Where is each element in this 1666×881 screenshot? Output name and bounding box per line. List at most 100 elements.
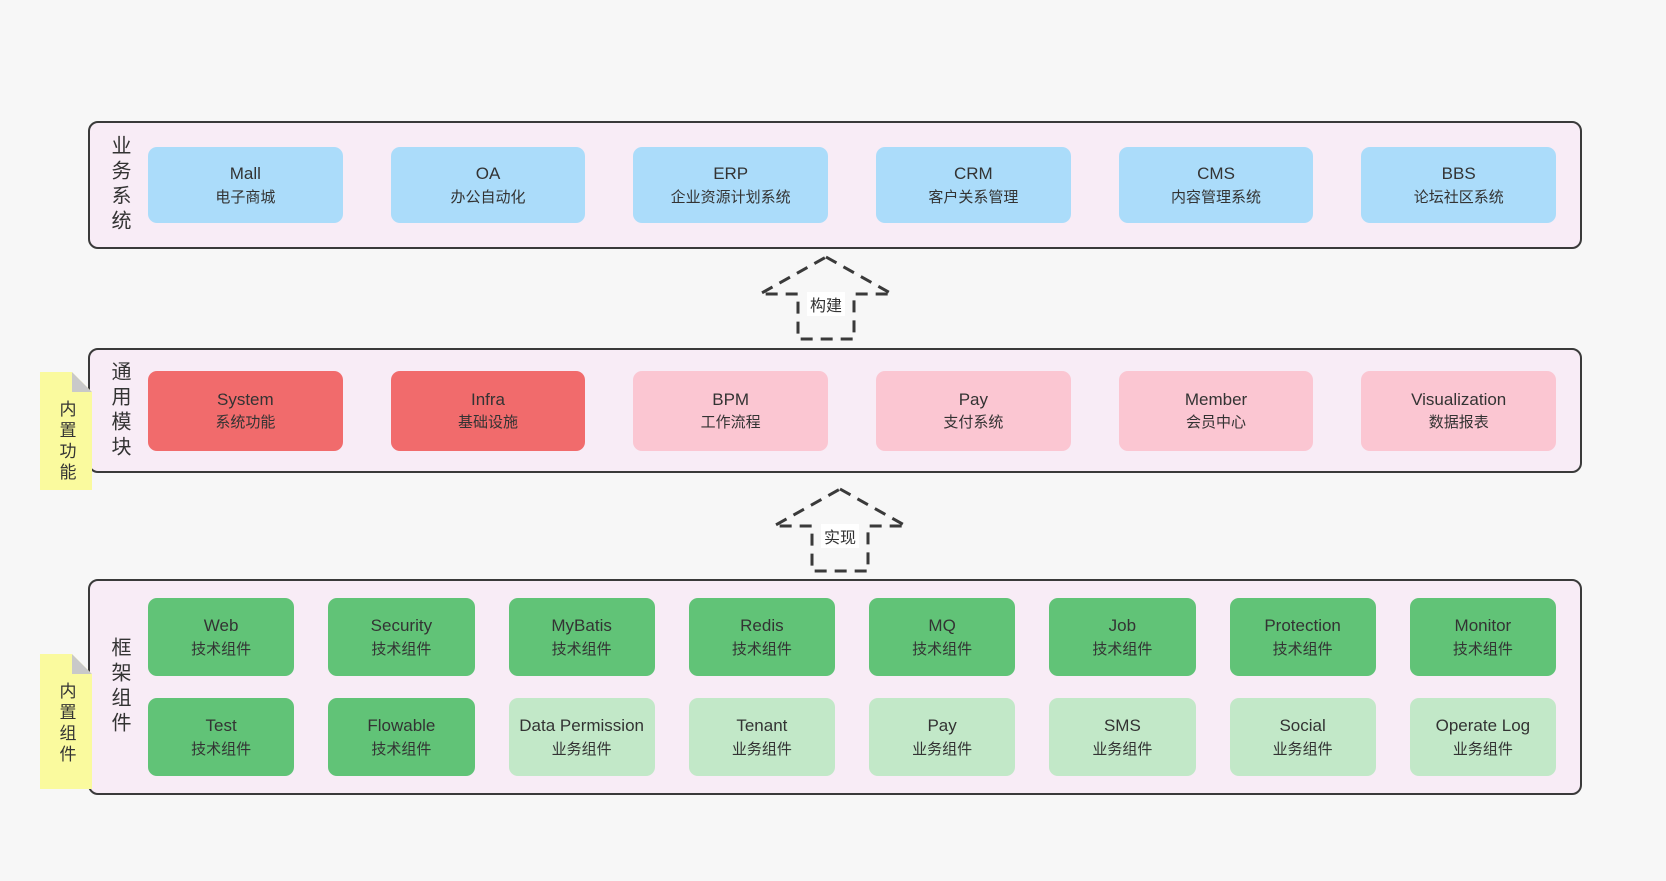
sticky-note-builtin-features: 内置功能: [40, 372, 92, 490]
up-arrow-dashed-icon: [756, 255, 896, 341]
box-security-desc: 技术组件: [371, 640, 432, 658]
sticky-note-builtin-components: 内置组件: [40, 654, 92, 789]
components-row-2: Test 技术组件 Flowable 技术组件 Data Permission …: [148, 698, 1556, 776]
box-operate-log-desc: 业务组件: [1452, 740, 1513, 758]
box-bbs-name: BBS: [1441, 164, 1476, 183]
box-bbs: BBS 论坛社区系统: [1361, 147, 1557, 223]
box-test-desc: 技术组件: [191, 740, 252, 758]
modules-boxes-row: System 系统功能 Infra 基础设施 BPM 工作流程 Pay 支付系统…: [148, 370, 1580, 451]
box-web: Web 技术组件: [148, 598, 295, 676]
box-pay-module-desc: 支付系统: [943, 414, 1004, 431]
section-business-label: 业务系统: [108, 135, 130, 235]
business-boxes-row: Mall 电子商城 OA 办公自动化 ERP 企业资源计划系统 CRM 客户关系…: [148, 147, 1580, 223]
box-oa-desc: 办公自动化: [450, 188, 526, 206]
box-tenant-desc: 业务组件: [731, 740, 792, 758]
section-label-wrap: 框架组件: [90, 581, 148, 793]
section-modules-label: 通用模块: [108, 360, 130, 461]
box-operate-log: Operate Log 业务组件: [1409, 698, 1556, 776]
box-mq-desc: 技术组件: [912, 640, 973, 658]
box-mybatis-desc: 技术组件: [551, 640, 612, 658]
box-data-permission-desc: 业务组件: [551, 740, 612, 758]
box-monitor-desc: 技术组件: [1452, 640, 1513, 658]
box-member-name: Member: [1184, 389, 1248, 409]
box-bpm-name: BPM: [712, 389, 750, 409]
box-protection-name: Protection: [1264, 616, 1341, 635]
box-cms-desc: 内容管理系统: [1171, 188, 1262, 206]
box-bpm: BPM 工作流程: [633, 370, 829, 451]
section-common-modules: 通用模块 System 系统功能 Infra 基础设施 BPM 工作流程 Pay…: [88, 348, 1582, 473]
box-social-name: Social: [1279, 716, 1326, 735]
box-flowable-desc: 技术组件: [371, 740, 432, 758]
sticky-builtin-components-label: 内置组件: [56, 682, 76, 766]
box-monitor-name: Monitor: [1454, 616, 1512, 635]
box-erp: ERP 企业资源计划系统: [633, 147, 829, 223]
box-cms: CMS 内容管理系统: [1118, 147, 1314, 223]
section-components-label: 框架组件: [108, 637, 130, 737]
box-flowable-name: Flowable: [367, 716, 436, 735]
box-mall: Mall 电子商城: [148, 147, 343, 223]
box-data-permission: Data Permission 业务组件: [508, 698, 655, 776]
box-bpm-desc: 工作流程: [700, 414, 761, 431]
box-member: Member 会员中心: [1118, 370, 1314, 451]
box-system-desc: 系统功能: [215, 414, 276, 431]
section-framework-components: 框架组件 Web 技术组件 Security 技术组件 MyBatis 技术组件…: [88, 579, 1582, 795]
box-flowable: Flowable 技术组件: [328, 698, 475, 776]
box-crm-desc: 客户关系管理: [928, 188, 1019, 206]
build-arrow-label: 构建: [806, 292, 846, 316]
box-infra-name: Infra: [470, 389, 506, 409]
box-infra-desc: 基础设施: [458, 414, 519, 431]
box-visualization-name: Visualization: [1411, 389, 1507, 409]
box-tenant-name: Tenant: [736, 716, 788, 735]
box-pay-component-name: Pay: [927, 716, 957, 735]
box-sms-desc: 业务组件: [1092, 740, 1153, 758]
implement-arrow-label: 实现: [820, 524, 860, 548]
components-row-1: Web 技术组件 Security 技术组件 MyBatis 技术组件 Redi…: [148, 598, 1556, 676]
box-web-name: Web: [203, 616, 239, 635]
box-social-desc: 业务组件: [1272, 740, 1333, 758]
box-sms: SMS 业务组件: [1049, 698, 1196, 776]
box-web-desc: 技术组件: [191, 640, 252, 658]
section-business-systems: 业务系统 Mall 电子商城 OA 办公自动化 ERP 企业资源计划系统 CRM…: [88, 121, 1582, 249]
box-mall-name: Mall: [229, 164, 261, 183]
box-pay-component: Pay 业务组件: [869, 698, 1016, 776]
box-job-desc: 技术组件: [1092, 640, 1153, 658]
box-security-name: Security: [370, 616, 433, 635]
components-grid: Web 技术组件 Security 技术组件 MyBatis 技术组件 Redi…: [148, 598, 1580, 776]
box-oa: OA 办公自动化: [390, 147, 586, 223]
build-arrow-icon: 构建: [756, 254, 896, 342]
box-erp-desc: 企业资源计划系统: [670, 188, 791, 206]
box-protection-desc: 技术组件: [1272, 640, 1333, 658]
section-label-wrap: 业务系统: [90, 123, 148, 247]
box-pay-module-name: Pay: [958, 389, 988, 409]
box-protection: Protection 技术组件: [1229, 598, 1376, 676]
box-redis-desc: 技术组件: [731, 640, 792, 658]
box-mybatis-name: MyBatis: [551, 616, 612, 635]
box-system-name: System: [216, 389, 274, 409]
implement-arrow-icon: 实现: [770, 486, 910, 574]
box-visualization: Visualization 数据报表: [1361, 370, 1557, 451]
box-pay-module: Pay 支付系统: [876, 370, 1071, 451]
box-visualization-desc: 数据报表: [1428, 414, 1489, 431]
box-mq: MQ 技术组件: [869, 598, 1016, 676]
sticky-builtin-features-label: 内置功能: [56, 400, 76, 484]
box-crm: CRM 客户关系管理: [876, 147, 1071, 223]
box-oa-name: OA: [475, 164, 501, 183]
box-system: System 系统功能: [148, 370, 343, 451]
box-cms-name: CMS: [1197, 164, 1235, 183]
box-mall-desc: 电子商城: [215, 188, 276, 206]
box-mybatis: MyBatis 技术组件: [508, 598, 655, 676]
section-label-wrap: 通用模块: [90, 350, 148, 471]
box-test: Test 技术组件: [148, 698, 295, 776]
box-member-desc: 会员中心: [1186, 414, 1247, 431]
box-operate-log-name: Operate Log: [1435, 716, 1531, 735]
box-redis: Redis 技术组件: [688, 598, 835, 676]
box-bbs-desc: 论坛社区系统: [1413, 188, 1504, 206]
box-job-name: Job: [1108, 616, 1137, 635]
box-pay-component-desc: 业务组件: [912, 740, 973, 758]
box-job: Job 技术组件: [1049, 598, 1196, 676]
box-test-name: Test: [205, 716, 237, 735]
box-infra: Infra 基础设施: [390, 370, 586, 451]
box-tenant: Tenant 业务组件: [688, 698, 835, 776]
box-sms-name: SMS: [1103, 716, 1141, 735]
box-monitor: Monitor 技术组件: [1409, 598, 1556, 676]
